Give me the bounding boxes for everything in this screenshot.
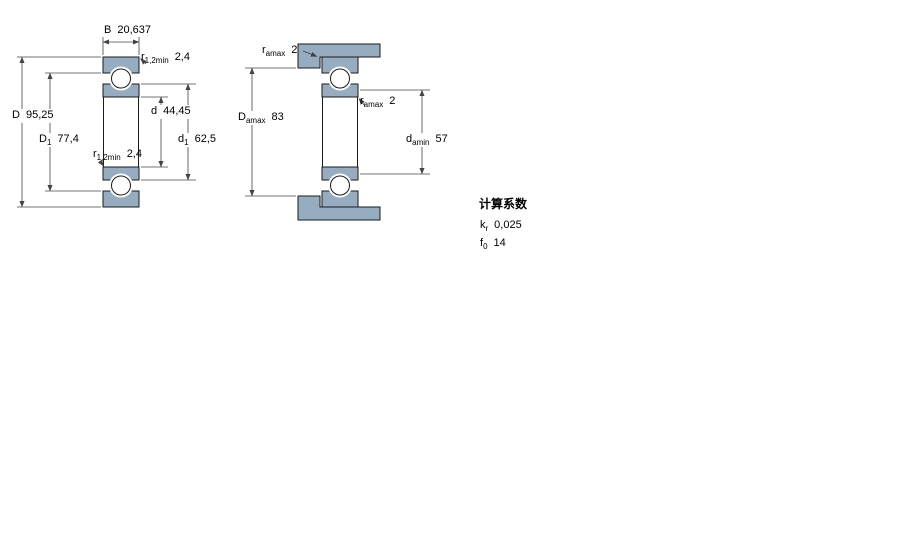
ball-bottom <box>330 175 350 196</box>
right-dimension-lines <box>245 50 430 197</box>
leader-r12-top <box>140 58 147 65</box>
leader-r12-bottom <box>97 159 104 167</box>
leader-ra-top <box>302 50 318 57</box>
bearing-drawing-svg <box>17 37 430 221</box>
ball-top <box>111 68 131 89</box>
right-mounting-drawing <box>297 43 381 221</box>
calculation-factors-title: 计算系数 <box>479 197 528 211</box>
housing-shoulder-top <box>297 43 381 69</box>
ball-top <box>330 68 350 89</box>
ball-bottom <box>111 175 131 196</box>
left-bearing-cross-section <box>102 56 140 208</box>
leader-ra-mid <box>358 98 366 107</box>
left-dimension-lines <box>17 37 196 208</box>
housing-shoulder-bottom <box>297 195 381 221</box>
